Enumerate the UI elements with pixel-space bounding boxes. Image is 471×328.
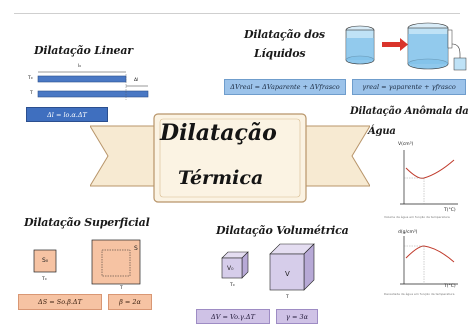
water-graph1-xlabel: T(°C) bbox=[444, 208, 456, 213]
linear-bars-diagram bbox=[37, 71, 149, 100]
liquids-title-line1: Dilatação dos bbox=[244, 28, 325, 41]
water-volume-graph bbox=[400, 150, 458, 205]
liquids-title-line2: Líquidos bbox=[254, 47, 306, 60]
volumetric-t0-label: T₀ bbox=[230, 283, 235, 288]
linear-title: Dilatação Linear bbox=[34, 44, 133, 57]
superficial-s-label: S bbox=[134, 245, 138, 252]
superficial-s0-label: S₀ bbox=[42, 257, 49, 264]
water-graph2-ylabel: d(g/cm³) bbox=[398, 230, 418, 235]
water-density-graph bbox=[400, 236, 458, 285]
linear-formula: Δl = lo.α.ΔT bbox=[26, 107, 108, 122]
superficial-t0-label: T₀ bbox=[42, 277, 47, 282]
liquids-formula-2: γreal = γaparente + γfrasco bbox=[352, 79, 466, 95]
volumetric-t-label: T bbox=[286, 295, 289, 300]
linear-t-label: T bbox=[30, 91, 33, 96]
main-title-line2: Térmica bbox=[178, 167, 264, 189]
volumetric-formula-2: γ = 3α bbox=[276, 309, 318, 324]
water-graph1-ylabel: V(cm³) bbox=[398, 142, 414, 147]
volumetric-v-label: V bbox=[285, 270, 290, 278]
center-ribbon bbox=[90, 113, 370, 203]
water-title-line2: Água bbox=[368, 126, 396, 137]
volumetric-cubes-diagram bbox=[221, 243, 315, 291]
volumetric-v0-label: V₀ bbox=[227, 265, 234, 272]
superficial-formula-2: β = 2α bbox=[108, 294, 152, 310]
main-title-line1: Dilatação bbox=[160, 120, 277, 146]
top-divider bbox=[14, 13, 460, 14]
liquids-flask-diagram bbox=[345, 22, 467, 71]
water-graph2-note: Densidade da água em função da temperatu… bbox=[384, 292, 455, 296]
water-graph1-note: Volume da água em função da temperatura bbox=[384, 215, 450, 219]
volumetric-title: Dilatação Volumétrica bbox=[216, 224, 349, 237]
linear-dl-label: Δl bbox=[134, 78, 139, 83]
linear-l0-label: l₀ bbox=[78, 64, 82, 69]
superficial-squares-diagram bbox=[33, 239, 141, 285]
water-title-line1: Dilatação Anômala da bbox=[350, 106, 469, 117]
superficial-title: Dilatação Superficial bbox=[24, 216, 150, 229]
superficial-formula-1: ΔS = So.β.ΔT bbox=[18, 294, 102, 310]
volumetric-formula-1: ΔV = Vo.γ.ΔT bbox=[196, 309, 270, 324]
liquids-formula-1: ΔVreal = ΔVaparente + ΔVfrasco bbox=[224, 79, 346, 95]
linear-t0-label: T₀ bbox=[28, 76, 33, 81]
superficial-t-label: T bbox=[120, 286, 123, 291]
water-graph2-xlabel: T(°C) bbox=[444, 284, 456, 289]
